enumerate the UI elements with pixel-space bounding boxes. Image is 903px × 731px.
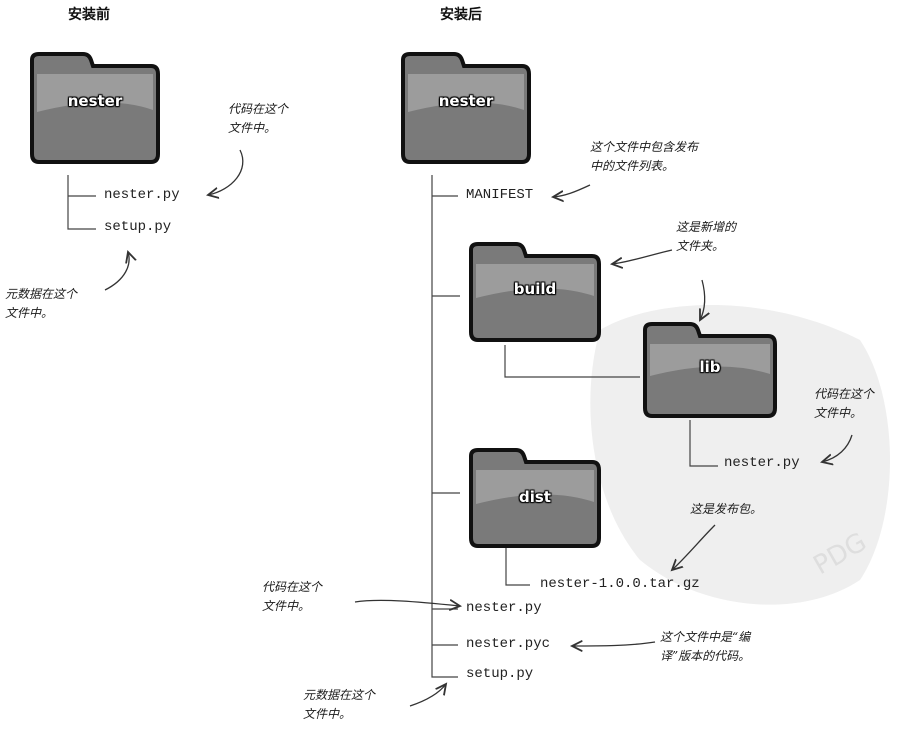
file-nester-pyc[interactable]: nester.pyc — [466, 636, 551, 652]
note-line: 文件中。 — [303, 707, 352, 721]
dist-to-tarball — [505, 548, 530, 586]
build-to-lib — [504, 345, 640, 378]
folder-nester-after[interactable]: nester — [398, 50, 534, 166]
arrow-metadata-before — [104, 252, 129, 291]
file-nester-py-lib[interactable]: nester.py — [724, 455, 800, 471]
note-line: 代码在这个 — [262, 580, 323, 594]
arrow-code-before — [208, 149, 244, 195]
note-line: 中的文件列表。 — [590, 159, 675, 173]
lib-to-nester — [689, 420, 718, 467]
note-line: 文件中。 — [5, 306, 54, 320]
folder-icon — [643, 322, 777, 418]
arrow-pyc — [572, 642, 656, 646]
note-line: 文件夹。 — [676, 239, 725, 253]
file-tarball[interactable]: nester-1.0.0.tar.gz — [540, 576, 700, 592]
arrow-metadata-after — [409, 684, 446, 707]
heading-before: 安装前 — [68, 7, 110, 23]
folder-label: build — [513, 280, 557, 298]
folder-label: nester — [438, 92, 494, 110]
arrow-manifest — [553, 184, 591, 197]
arrow-new-folder — [612, 249, 673, 264]
note-metadata-after: 元数据在这个 文件中。 — [303, 686, 375, 724]
file-nester-py-after[interactable]: nester.py — [466, 600, 542, 616]
note-metadata-before: 元数据在这个 文件中。 — [5, 285, 77, 323]
folder-label: nester — [67, 92, 123, 110]
folder-icon — [469, 448, 601, 548]
folder-dist[interactable]: dist — [466, 446, 604, 550]
folder-nester-before[interactable]: nester — [27, 50, 163, 166]
note-line: 这个文件中是“编 — [660, 630, 751, 644]
before-tree-trunk — [67, 175, 96, 230]
note-manifest: 这个文件中包含发布 中的文件列表。 — [590, 138, 698, 176]
folder-icon — [30, 52, 160, 164]
arrow-new-folder-lib — [700, 279, 705, 320]
note-dist-package: 这是发布包。 — [690, 500, 762, 519]
note-line: 代码在这个 — [814, 387, 875, 401]
folder-icon — [469, 242, 601, 342]
note-line: 文件中。 — [814, 406, 863, 420]
note-code-after: 代码在这个 文件中。 — [262, 578, 322, 616]
note-line: 文件中。 — [228, 121, 277, 135]
heading-after: 安装后 — [440, 7, 482, 23]
note-code-before: 代码在这个 文件中。 — [228, 100, 288, 138]
note-new-folder: 这是新增的 文件夹。 — [676, 218, 736, 256]
file-setup-py-before[interactable]: setup.py — [104, 219, 172, 235]
file-nester-py-before[interactable]: nester.py — [104, 187, 180, 203]
file-manifest[interactable]: MANIFEST — [466, 187, 534, 203]
arrow-dist — [672, 524, 716, 570]
folder-label: dist — [519, 488, 551, 506]
note-pyc: 这个文件中是“编 译”版本的代码。 — [660, 628, 750, 666]
arrow-code-lib — [822, 434, 853, 462]
folder-lib[interactable]: lib — [640, 320, 780, 420]
note-line: 这是新增的 — [676, 220, 737, 234]
note-line: 元数据在这个 — [5, 287, 78, 301]
note-line: 译”版本的代码。 — [660, 649, 751, 663]
file-setup-py-after[interactable]: setup.py — [466, 666, 534, 682]
note-line: 元数据在这个 — [303, 688, 376, 702]
note-line: 这个文件中包含发布 — [590, 140, 699, 154]
note-line: 代码在这个 — [228, 102, 289, 116]
folder-build[interactable]: build — [466, 240, 604, 344]
after-tree-trunk — [431, 175, 458, 678]
note-line: 这是发布包。 — [690, 502, 763, 516]
note-line: 文件中。 — [262, 599, 311, 613]
folder-icon — [401, 52, 531, 164]
note-code-lib: 代码在这个 文件中。 — [814, 385, 874, 423]
folder-label: lib — [699, 358, 721, 376]
arrow-code-after — [354, 600, 460, 606]
